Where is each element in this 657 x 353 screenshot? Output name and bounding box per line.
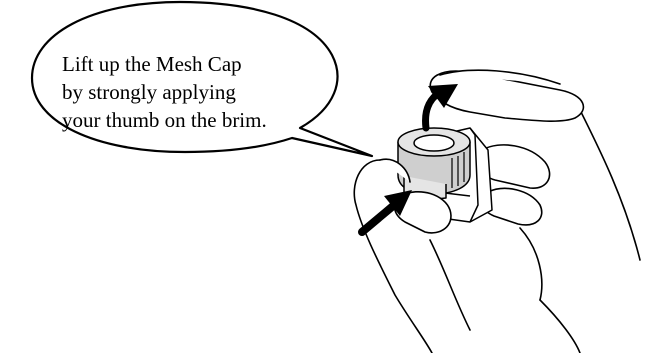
callout-text: Lift up the Mesh Cap by strongly applyin… (62, 50, 322, 134)
callout-line-3: your thumb on the brim. (62, 106, 322, 134)
mesh-cap (398, 128, 470, 199)
callout-line-1: Lift up the Mesh Cap (62, 50, 322, 78)
callout-line-2: by strongly applying (62, 78, 322, 106)
